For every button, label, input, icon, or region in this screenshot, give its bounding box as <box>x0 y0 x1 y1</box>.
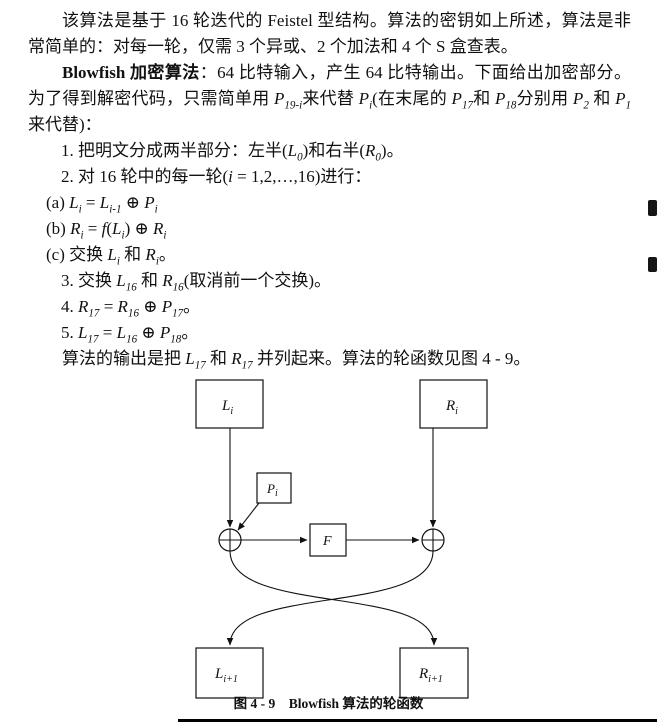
scan-artifact-bottom-edge <box>178 719 657 722</box>
box-li-next-label: Li+1 <box>214 666 238 685</box>
wire-xor-right-to-li1-cross <box>226 550 434 646</box>
figure-caption: 图 4 - 9 Blowfish 算法的轮函数 <box>233 696 424 711</box>
box-li-next-label-sub: i+1 <box>223 674 238 685</box>
wire-pi-to-xor-left <box>237 502 260 531</box>
list-item-4: 4. R17 = R16 ⊕ P17。 <box>61 297 201 320</box>
box-f-label-base: F <box>322 534 332 549</box>
box-li-label: Li <box>221 398 233 417</box>
list-item-2: 2. 对 16 轮中的每一轮(i = 1,2,…,16)进行： <box>61 167 372 186</box>
text-block: 该算法是基于 16 轮迭代的 Feistel 型结构。算法的密钥如上所述，算法是… <box>28 11 632 372</box>
box-ri-rect <box>419 379 488 429</box>
box-f: F <box>309 523 347 557</box>
paragraph-blowfish-encrypt: Blowfish 加密算法：64 比特输入，产生 64 比特输出。下面给出加密部… <box>28 63 632 134</box>
box-ri-next-label-base: R <box>418 666 428 682</box>
paragraph-output: 算法的输出是把 L17 和 R17 并列起来。算法的轮函数见图 4 - 9。 <box>62 349 531 372</box>
box-pi-label-sub: i <box>275 488 278 499</box>
box-pi-label-base: P <box>266 481 275 496</box>
box-ri-label: Ri <box>445 398 458 417</box>
round-function-diagram: Li Ri Pi F Li+1 Ri+1 <box>195 379 488 699</box>
box-li-next: Li+1 <box>195 647 264 699</box>
box-ri-next: Ri+1 <box>399 647 469 699</box>
box-li-label-base: L <box>221 398 230 414</box>
xor-left-icon <box>218 528 242 552</box>
box-ri-next-label: Ri+1 <box>418 666 443 685</box>
box-li-label-sub: i <box>230 406 233 417</box>
scan-artifact-right-2 <box>648 257 657 272</box>
box-pi: Pi <box>256 472 292 504</box>
list-item-2a: (a) Li = Li-1 ⊕ Pi <box>46 193 158 216</box>
paragraph-feistel-intro: 该算法是基于 16 轮迭代的 Feistel 型结构。算法的密钥如上所述，算法是… <box>28 11 631 56</box>
box-ri: Ri <box>419 379 488 429</box>
box-ri-next-label-sub: i+1 <box>428 674 443 685</box>
box-f-rect <box>309 523 347 557</box>
box-li-rect <box>195 379 264 429</box>
box-ri-label-base: R <box>445 398 455 414</box>
list-item-3: 3. 交换 L16 和 R16(取消前一个交换)。 <box>61 271 332 294</box>
wire-xor-left-to-ri1-cross <box>229 550 438 646</box>
list-item-2b: (b) Ri = f(Li) ⊕ Ri <box>46 219 167 242</box>
box-li-next-rect <box>195 647 264 699</box>
list-item-5: 5. L17 = L16 ⊕ P18。 <box>61 323 199 346</box>
box-f-label: F <box>322 534 332 549</box>
list-item-2c: (c) 交换 Li 和 Ri。 <box>46 245 176 268</box>
box-ri-next-rect <box>399 647 469 699</box>
scan-artifact-right-1 <box>648 200 657 216</box>
list-item-1: 1. 把明文分成两半部分：左半(L0)和右半(R0)。 <box>61 141 404 164</box>
box-ri-label-sub: i <box>455 406 458 417</box>
box-pi-rect <box>256 472 292 504</box>
xor-right-icon <box>421 528 445 552</box>
box-li: Li <box>195 379 264 429</box>
box-li-next-label-base: L <box>214 666 223 682</box>
box-pi-label: Pi <box>266 481 278 499</box>
